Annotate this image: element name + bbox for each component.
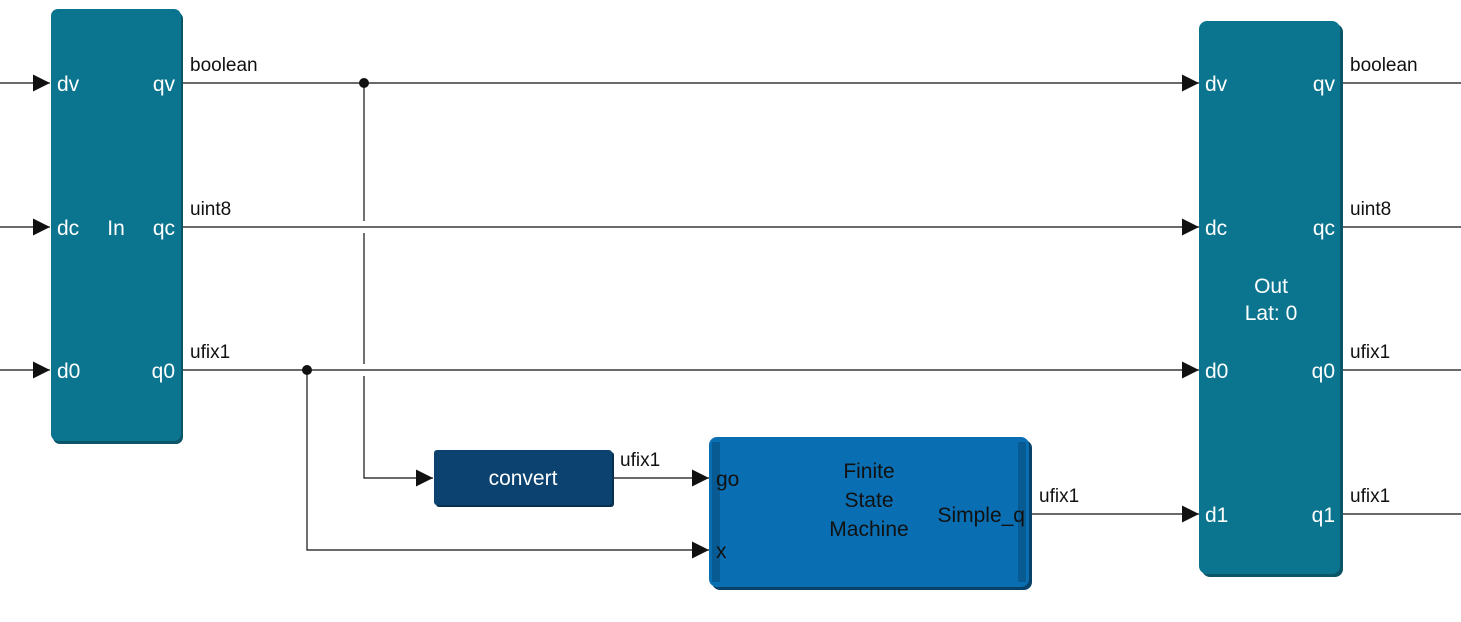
signal-label-in-q0: ufix1 [190, 342, 230, 363]
fsm-block[interactable]: go x Simple_q Finite State Machine [709, 437, 1032, 590]
in-port-qc: qc [153, 217, 175, 240]
signal-label-out-q0: ufix1 [1350, 342, 1390, 363]
wire-q0-fsm-x[interactable] [306, 370, 709, 559]
out-port-dc: dc [1205, 217, 1227, 240]
in-port-qv: qv [153, 73, 176, 96]
out-port-d1: d1 [1205, 504, 1228, 527]
fsm-port-x: x [716, 540, 727, 563]
in-port-dv: dv [57, 73, 80, 96]
fsm-port-simple-q: Simple_q [937, 504, 1025, 527]
signal-label-fsm-out: ufix1 [1039, 486, 1079, 507]
wire-qv-convert[interactable] [363, 83, 433, 478]
signal-label-in-qv: boolean [190, 55, 258, 76]
convert-block-body [434, 450, 612, 505]
out-port-dv: dv [1205, 73, 1228, 96]
convert-block[interactable]: convert [434, 450, 614, 507]
out-block-label: Out [1254, 275, 1288, 298]
fsm-block-body [709, 437, 1029, 587]
out-block-body [1199, 21, 1340, 574]
signal-label-out-qv: boolean [1350, 55, 1418, 76]
signal-label-out-q1: ufix1 [1350, 486, 1390, 507]
out-port-d0: d0 [1205, 360, 1228, 383]
fsm-title-line-3: Machine [829, 518, 908, 541]
out-port-qv: qv [1313, 73, 1336, 96]
fsm-port-go: go [716, 468, 739, 491]
in-block-label: In [107, 217, 125, 240]
signal-label-out-qc: uint8 [1350, 199, 1391, 220]
out-port-q0: q0 [1312, 360, 1335, 383]
fsm-title-line-1: Finite [843, 460, 894, 483]
out-block-latency: Lat: 0 [1245, 302, 1298, 325]
convert-block-label: convert [489, 467, 558, 490]
out-port-qc: qc [1313, 217, 1335, 240]
in-port-d0: d0 [57, 360, 80, 383]
out-port-q1: q1 [1312, 504, 1335, 527]
in-block-body [51, 9, 181, 441]
signal-label-in-qc: uint8 [190, 199, 231, 220]
in-port-dc: dc [57, 217, 79, 240]
signal-label-convert-out: ufix1 [620, 450, 660, 471]
in-port-q0: q0 [152, 360, 175, 383]
in-block[interactable]: dv dc d0 qv qc q0 In [51, 9, 183, 444]
out-block[interactable]: dv dc d0 d1 qv qc q0 q1 Out Lat: 0 [1199, 21, 1343, 577]
fsm-title-line-2: State [844, 489, 893, 512]
